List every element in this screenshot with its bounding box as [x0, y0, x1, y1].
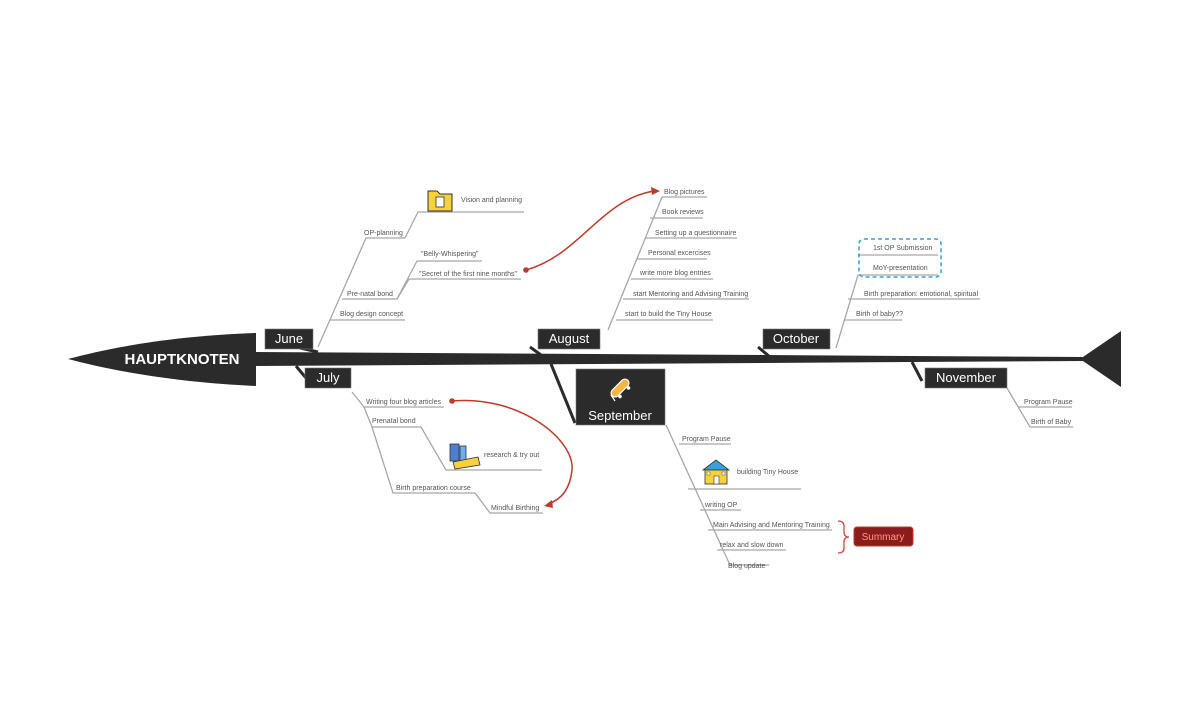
summary-topic[interactable]: Summary	[853, 526, 914, 547]
fish-tail	[1080, 331, 1121, 387]
subtopic[interactable]: "Secret of the first nine months"	[419, 271, 517, 278]
subtopic[interactable]: Mindful Birthing	[491, 505, 539, 512]
bone-august	[529, 345, 542, 357]
month-label-september: September	[588, 408, 652, 423]
summary-brace	[837, 520, 850, 554]
skateboard-icon	[610, 378, 631, 399]
topic-june[interactable]: June	[264, 328, 314, 350]
subtopic[interactable]: start Mentoring and Advising Training	[633, 291, 748, 298]
subtopic[interactable]: Birth preparation: emotional, spiritual	[864, 291, 978, 298]
folder-icon	[427, 190, 453, 212]
month-label-november: November	[936, 370, 997, 385]
subtopic[interactable]: OP-planning	[364, 230, 403, 237]
fish-head[interactable]	[68, 333, 256, 386]
fishbone-spine	[255, 352, 1085, 366]
subtopic[interactable]: Pre-natal bond	[347, 291, 393, 298]
month-label-july: July	[316, 370, 340, 385]
subtopic[interactable]: Program Pause	[682, 436, 731, 443]
subtopic[interactable]: 1st OP Submission	[873, 245, 933, 252]
topic-november[interactable]: November	[924, 367, 1008, 389]
topic-august[interactable]: August	[537, 328, 601, 350]
arrowhead	[651, 187, 660, 195]
topic-october[interactable]: October	[762, 328, 831, 350]
month-label-august: August	[549, 331, 590, 346]
subtopic[interactable]: relax and slow down	[720, 542, 784, 549]
subtopic[interactable]: Prenatal bond	[372, 418, 416, 425]
subtopic[interactable]: writing OP	[704, 502, 738, 509]
relationship-arrow[interactable]	[525, 190, 655, 271]
topic-july[interactable]: July	[304, 367, 352, 389]
house-icon	[701, 459, 731, 485]
books-icon	[449, 443, 481, 470]
boundary-box[interactable]	[858, 238, 942, 278]
subtopic[interactable]: Birth preparation course	[396, 485, 471, 492]
topic-september[interactable]: September	[575, 368, 666, 426]
central-topic: HAUPTKNOTEN	[125, 351, 240, 368]
subtopic[interactable]: Writing four blog articles	[366, 399, 441, 406]
subtopic[interactable]: Vision and planning	[461, 197, 522, 204]
bone-november	[910, 361, 924, 382]
month-label-october: October	[773, 331, 820, 346]
subtopic[interactable]: building Tiny House	[737, 469, 798, 476]
subtopic[interactable]: Blog update	[728, 563, 765, 570]
subtopic[interactable]: Blog design concept	[340, 311, 403, 318]
subtopic[interactable]: Blog pictures	[664, 189, 705, 196]
subtopic[interactable]: start to build the Tiny House	[625, 311, 712, 318]
subtopic[interactable]: Main Advising and Mentoring Training	[713, 522, 830, 529]
subtopic[interactable]: "Belly-Whispering"	[421, 251, 479, 258]
subtopic[interactable]: Personal excercises	[648, 250, 711, 257]
subtopic[interactable]: Setting up a questionnaire	[655, 230, 736, 237]
bone-october	[757, 345, 771, 359]
relationship-arrow[interactable]	[451, 399, 573, 505]
subtopic[interactable]: Book reviews	[662, 209, 704, 216]
arrowhead	[544, 500, 553, 508]
bone-july	[294, 365, 308, 379]
subtopic[interactable]: Birth of Baby	[1031, 419, 1072, 426]
subtopic[interactable]: MoY-presentation	[873, 265, 928, 272]
subtopic[interactable]: Birth of baby??	[856, 311, 903, 318]
relationship-handle[interactable]	[523, 267, 529, 273]
subtopic[interactable]: write more blog entries	[639, 270, 711, 277]
bone-september	[549, 363, 577, 424]
relationship-handle[interactable]	[449, 398, 455, 404]
subtopic[interactable]: research & try out	[484, 452, 539, 459]
month-label-june: June	[275, 331, 303, 346]
summary-label: Summary	[862, 532, 905, 543]
subtopic[interactable]: Program Pause	[1024, 399, 1073, 406]
